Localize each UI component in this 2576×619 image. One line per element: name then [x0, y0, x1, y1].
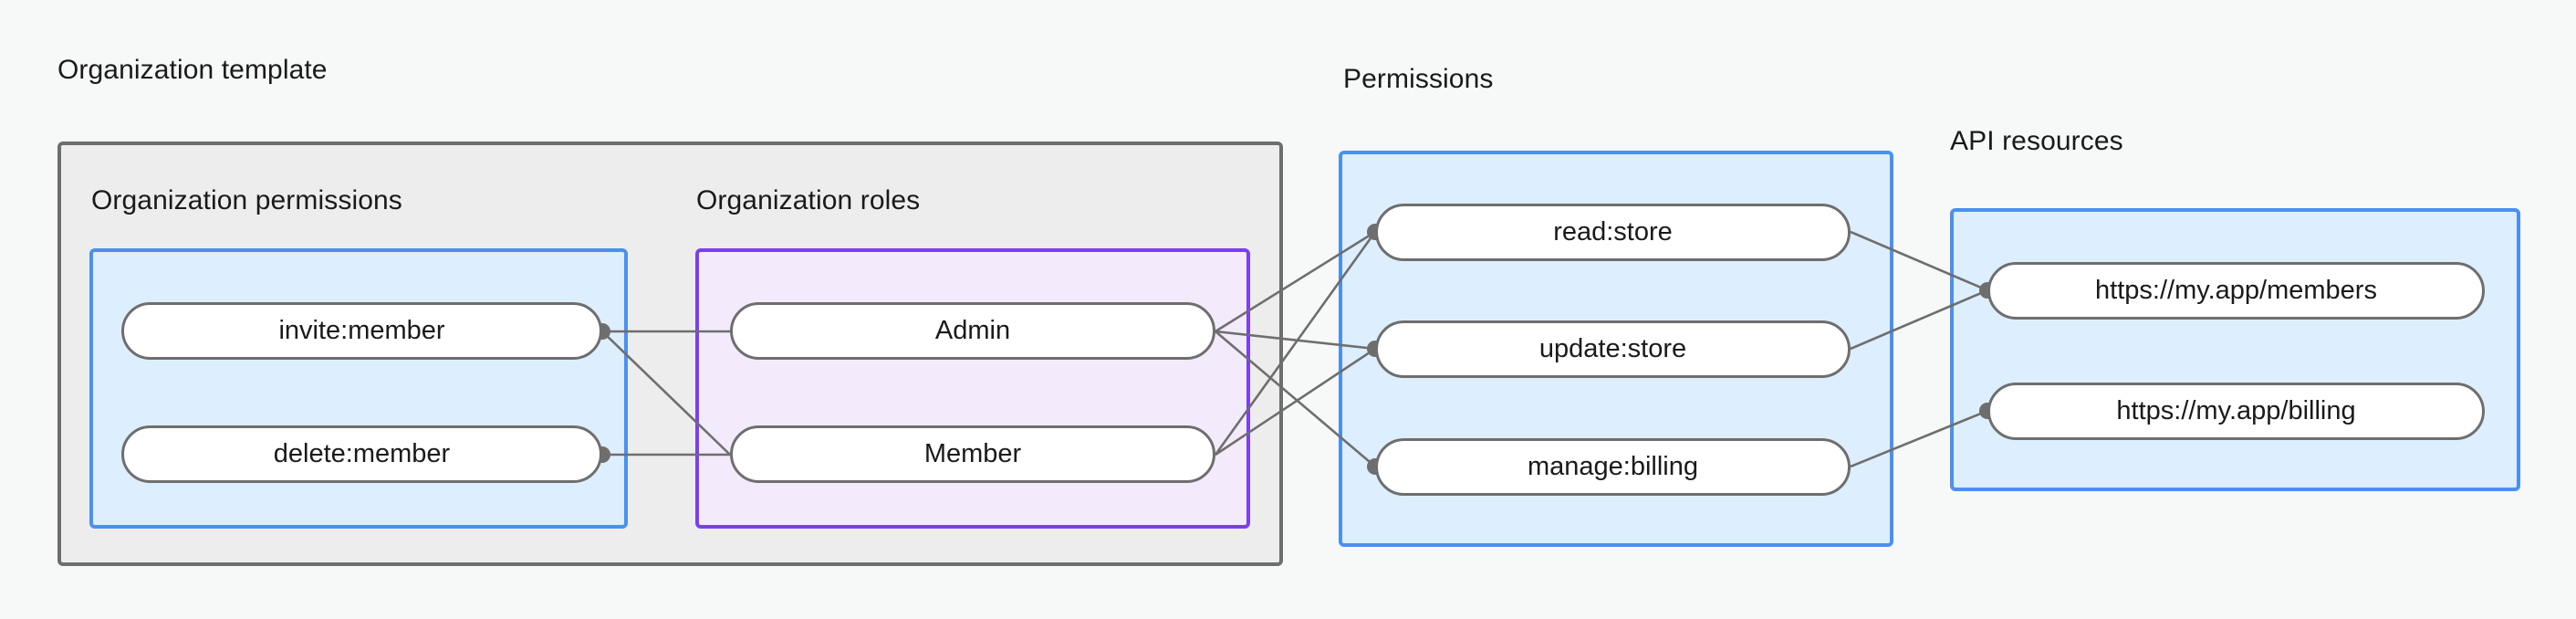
node-read-store[interactable]: read:store: [1375, 204, 1851, 261]
node-update-store[interactable]: update:store: [1375, 320, 1851, 378]
node-member[interactable]: Member: [730, 425, 1215, 483]
node-members-url[interactable]: https://my.app/members: [1987, 262, 2485, 320]
node-billing-url[interactable]: https://my.app/billing: [1987, 383, 2485, 440]
node-admin[interactable]: Admin: [730, 302, 1215, 360]
api-resources-box: [1950, 208, 2520, 491]
node-invite-member[interactable]: invite:member: [121, 302, 602, 360]
group-label-permissions: Permissions: [1343, 64, 1494, 94]
group-label-api-resources: API resources: [1950, 126, 2123, 156]
organization-roles-box: [695, 248, 1250, 529]
group-label-organization-template: Organization template: [57, 55, 328, 85]
organization-permissions-box: [89, 248, 628, 529]
node-delete-member[interactable]: delete:member: [121, 425, 602, 483]
subgroup-label-organization-roles: Organization roles: [696, 185, 921, 215]
node-manage-billing[interactable]: manage:billing: [1375, 438, 1851, 496]
subgroup-label-organization-permissions: Organization permissions: [91, 185, 402, 215]
